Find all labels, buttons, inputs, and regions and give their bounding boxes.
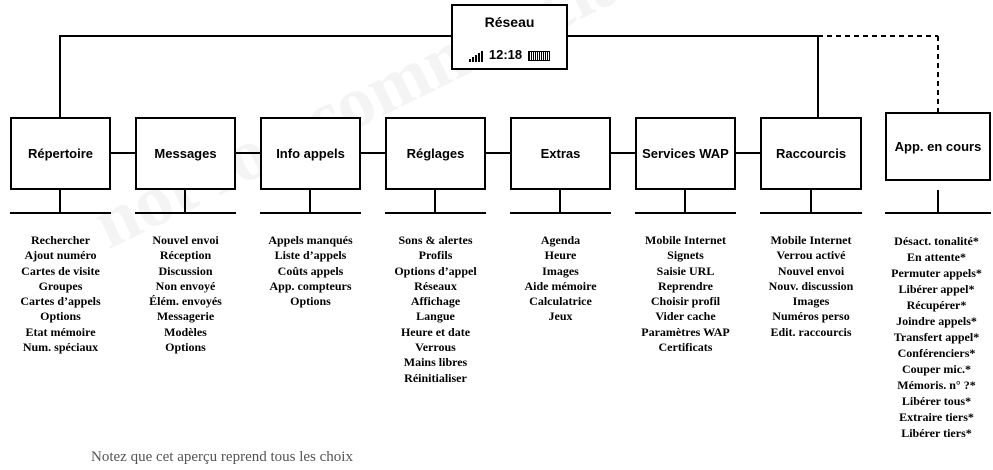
list-item: Profils: [418, 248, 453, 263]
list-item: Options d’appel: [394, 263, 477, 278]
list-item: Options: [40, 309, 81, 324]
list-item: Aide mémoire: [524, 278, 597, 293]
list-item: Libérer tiers*: [901, 426, 972, 440]
list-item: Saisie URL: [656, 263, 715, 278]
list-item: Heure et date: [400, 324, 471, 339]
list-item: Coûts appels: [277, 263, 344, 278]
list-item: Cartes de visite: [21, 263, 100, 278]
battery-icon: [528, 51, 551, 61]
list-item: En attente*: [907, 250, 966, 264]
list-item: Num. spéciaux: [22, 340, 99, 355]
list-item: Ajout numéro: [24, 248, 97, 263]
list-item: Langue: [416, 309, 455, 324]
list-item: Signets: [667, 248, 704, 263]
list-item: Mémoris. n° ?*: [897, 378, 976, 392]
list-item: Permuter appels*: [891, 266, 982, 280]
list-item: Nouv. discussion: [768, 278, 854, 293]
list-item: Modèles: [164, 324, 207, 339]
signal-strength-icon: [468, 51, 483, 62]
list-item: Mobile Internet: [770, 233, 852, 247]
screen-status-bar: 12:18: [453, 47, 566, 62]
list-item: Options: [290, 294, 331, 309]
list-item: Certificats: [658, 340, 713, 355]
items-raccourcis: Mobile Internet Verrou activé Nouvel env…: [760, 233, 862, 340]
list-item: Non envoyé: [155, 278, 216, 293]
list-item: App. compteurs: [269, 278, 352, 293]
list-item: Choisir profil: [650, 294, 721, 309]
footnote-text: Notez que cet aperçu reprend tous les ch…: [91, 449, 353, 465]
menu-box-reglages[interactable]: Réglages: [385, 117, 486, 190]
list-item: Appels manqués: [268, 233, 353, 247]
list-item: Reprendre: [658, 278, 713, 293]
list-item: Réseaux: [414, 278, 457, 293]
list-item: Conférenciers*: [897, 346, 976, 360]
list-item: Vider cache: [655, 309, 716, 324]
list-item: Affichage: [410, 294, 461, 309]
list-item: Récupérer*: [906, 298, 967, 312]
list-item: Verrous: [415, 340, 456, 355]
list-item: Edit. raccourcis: [770, 324, 852, 339]
menu-box-repertoire[interactable]: Répertoire: [10, 117, 111, 190]
list-item: Nouvel envoi: [777, 263, 845, 278]
menu-box-messages[interactable]: Messages: [135, 117, 236, 190]
list-item: Désact. tonalité*: [894, 234, 979, 248]
list-item: Heure: [544, 248, 577, 263]
list-item: Agenda: [540, 233, 581, 247]
list-item: Élém. envoyés: [149, 294, 222, 309]
list-item: Liste d’appels: [274, 248, 347, 263]
list-item: Verrou activé: [776, 248, 846, 263]
list-item: Options: [165, 340, 206, 355]
list-item: Calculatrice: [529, 294, 592, 309]
list-item: Libérer tous*: [901, 394, 972, 408]
list-item: Extraire tiers*: [899, 410, 974, 424]
list-item: Groupes: [38, 278, 83, 293]
list-item: Etat mémoire: [25, 324, 96, 339]
list-item: Réinitialiser: [404, 370, 467, 385]
list-item: Numéros perso: [772, 309, 850, 324]
menu-box-info-appels[interactable]: Info appels: [260, 117, 361, 190]
items-services-wap: Mobile Internet Signets Saisie URL Repre…: [635, 233, 736, 355]
items-messages: Nouvel envoi Réception Discussion Non en…: [135, 233, 236, 355]
list-item: Mains libres: [403, 355, 468, 370]
list-item: Rechercher: [30, 233, 91, 247]
list-item: Joindre appels*: [896, 314, 977, 328]
network-screen: Réseau 12:18: [451, 4, 568, 70]
menu-box-services-wap[interactable]: Services WAP: [635, 117, 736, 190]
list-item: Réception: [159, 248, 212, 263]
items-extras: Agenda Heure Images Aide mémoire Calcula…: [510, 233, 611, 325]
items-reglages: Sons & alertes Profils Options d’appel R…: [385, 233, 486, 386]
list-item: Mobile Internet: [645, 233, 726, 247]
list-item: Transfert appel*: [893, 330, 980, 344]
list-item: Messagerie: [156, 309, 215, 324]
list-item: Images: [792, 294, 830, 309]
list-item: Paramètres WAP: [641, 324, 730, 339]
list-item: Couper mic.*: [901, 362, 972, 376]
list-item: Discussion: [158, 263, 213, 278]
list-item: Sons & alertes: [398, 233, 473, 247]
list-item: Nouvel envoi: [152, 233, 219, 247]
items-app-en-cours: Désact. tonalité* En attente* Permuter a…: [880, 233, 993, 441]
list-item: Jeux: [548, 309, 573, 324]
screen-time: 12:18: [488, 47, 523, 62]
menu-box-extras[interactable]: Extras: [510, 117, 611, 190]
menu-box-raccourcis[interactable]: Raccourcis: [760, 117, 862, 190]
list-item: Images: [542, 263, 579, 278]
items-repertoire: Rechercher Ajout numéro Cartes de visite…: [10, 233, 111, 355]
screen-title: Réseau: [484, 14, 535, 30]
list-item: Libérer appel*: [898, 282, 975, 296]
items-info-appels: Appels manqués Liste d’appels Coûts appe…: [260, 233, 361, 309]
list-item: Cartes d’appels: [20, 294, 101, 309]
menu-box-app-en-cours[interactable]: App. en cours: [885, 112, 991, 181]
